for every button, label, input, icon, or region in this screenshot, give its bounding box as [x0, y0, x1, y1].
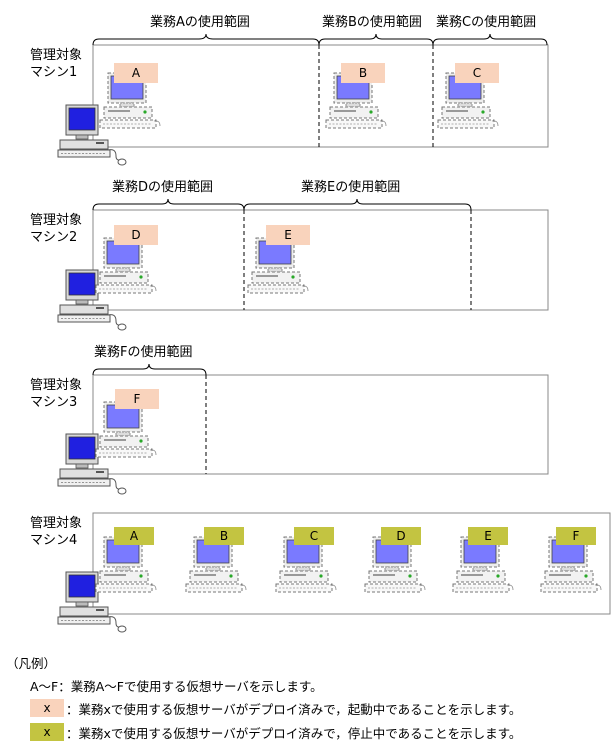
- range-label-f: 業務Fの使用範囲: [94, 345, 193, 360]
- server-tag: A: [114, 63, 158, 83]
- machine3-frame: [92, 374, 549, 475]
- machine2-server-e-icon: [247, 237, 309, 294]
- machine1-frame: [92, 44, 549, 148]
- server-tag: D: [381, 527, 421, 545]
- server-tag: A: [114, 527, 154, 545]
- range-label-e: 業務Eの使用範囲: [301, 180, 401, 195]
- machine4-server-f-icon: [540, 536, 602, 593]
- server-tag: B: [204, 527, 244, 545]
- server-tag: B: [341, 63, 385, 83]
- machine1-brace-b: [318, 33, 434, 46]
- machine4-server-b-icon: [185, 536, 247, 593]
- machine1-brace-a: [92, 33, 320, 46]
- machine2-brace-e: [243, 198, 472, 211]
- machine4-server-e-icon: [452, 536, 514, 593]
- range-label-c: 業務Cの使用範囲: [436, 15, 537, 30]
- server-tag: C: [455, 63, 499, 83]
- range-label-d: 業務Dの使用範囲: [112, 180, 214, 195]
- legend-title: （凡例）: [6, 656, 57, 671]
- server-tag: D: [114, 225, 158, 245]
- machine2-brace-d: [92, 198, 245, 211]
- machine2-server-d-icon: [95, 237, 157, 294]
- machine4-server-d-icon: [364, 536, 426, 593]
- machine3-server-f-icon: [95, 401, 157, 458]
- server-tag: F: [115, 389, 159, 409]
- machine4-server-c-icon: [275, 536, 337, 593]
- machine1-brace-c: [432, 33, 548, 46]
- machine4-server-a-icon: [95, 536, 157, 593]
- machine1-name: 管理対象 マシン1: [30, 48, 83, 80]
- legend-stopped-text: ：業務xで使用する仮想サーバがデプロイ済みで，停止中であることを示します。: [66, 726, 522, 741]
- machine3-brace-f: [92, 363, 207, 376]
- machine2-name: 管理対象 マシン2: [30, 213, 83, 245]
- legend-range-text: A～F：業務A～Fで使用する仮想サーバを示します。: [30, 679, 323, 694]
- server-tag: F: [556, 527, 596, 545]
- server-tag: E: [468, 527, 508, 545]
- machine2-frame: [92, 209, 549, 311]
- range-label-b: 業務Bの使用範囲: [322, 15, 422, 30]
- machine4-frame: [92, 512, 611, 615]
- legend-stopped-swatch: x: [30, 723, 64, 741]
- legend-running-text: ：業務xで使用する仮想サーバがデプロイ済みで，起動中であることを示します。: [66, 702, 522, 717]
- legend-running-swatch: x: [30, 699, 64, 717]
- range-label-a: 業務Aの使用範囲: [150, 15, 250, 30]
- server-tag: E: [266, 225, 310, 245]
- machine4-name: 管理対象 マシン4: [30, 516, 83, 548]
- machine3-name: 管理対象 マシン3: [30, 378, 83, 410]
- server-tag: C: [294, 527, 334, 545]
